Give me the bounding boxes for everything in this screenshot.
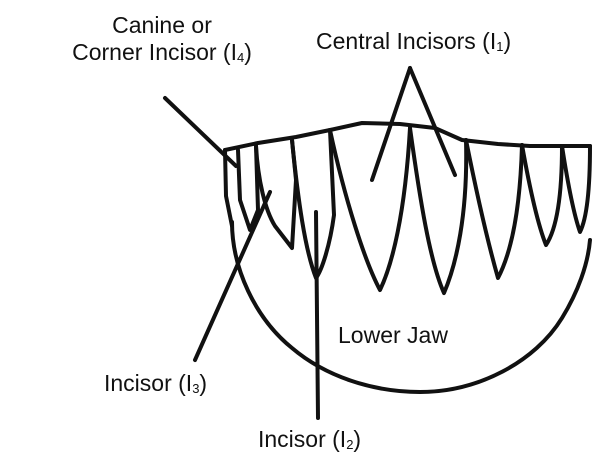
leader-canine (165, 98, 236, 166)
label-i2-suffix: ) (353, 426, 361, 452)
leader-i3 (195, 192, 270, 360)
label-canine-line2-text: Corner Incisor (I (72, 39, 237, 65)
tooth-central-incisor-right (410, 128, 466, 293)
label-incisor-i2: Incisor (I2) (258, 426, 361, 453)
tooth-incisor-i2 (292, 130, 334, 278)
label-canine-corner-incisor: Canine or Corner Incisor (I4) (62, 12, 262, 66)
jaw-outline (232, 222, 590, 392)
label-central-incisors: Central Incisors (I1) (316, 28, 511, 55)
label-incisor-i3: Incisor (I3) (104, 370, 207, 397)
label-canine-suffix: ) (244, 39, 252, 65)
label-canine-line2: Corner Incisor (I4) (62, 39, 262, 66)
label-central-text: Central Incisors (I (316, 28, 496, 54)
label-i2-text: Incisor (I (258, 426, 346, 452)
tooth-central-incisor-left (330, 128, 410, 290)
label-central-suffix: ) (503, 28, 511, 54)
tooth-incisor-i3 (256, 140, 296, 248)
tooth-incisor-right-i3 (522, 145, 562, 245)
label-lower-jaw: Lower Jaw (338, 322, 448, 349)
tooth-incisor-right-i2 (466, 140, 522, 278)
tooth-canine-right (562, 146, 590, 232)
leader-central-right (410, 68, 455, 175)
label-i3-suffix: ) (199, 370, 207, 396)
label-canine-line1: Canine or (62, 12, 262, 39)
label-i3-text: Incisor (I (104, 370, 192, 396)
leader-i2 (316, 212, 318, 418)
